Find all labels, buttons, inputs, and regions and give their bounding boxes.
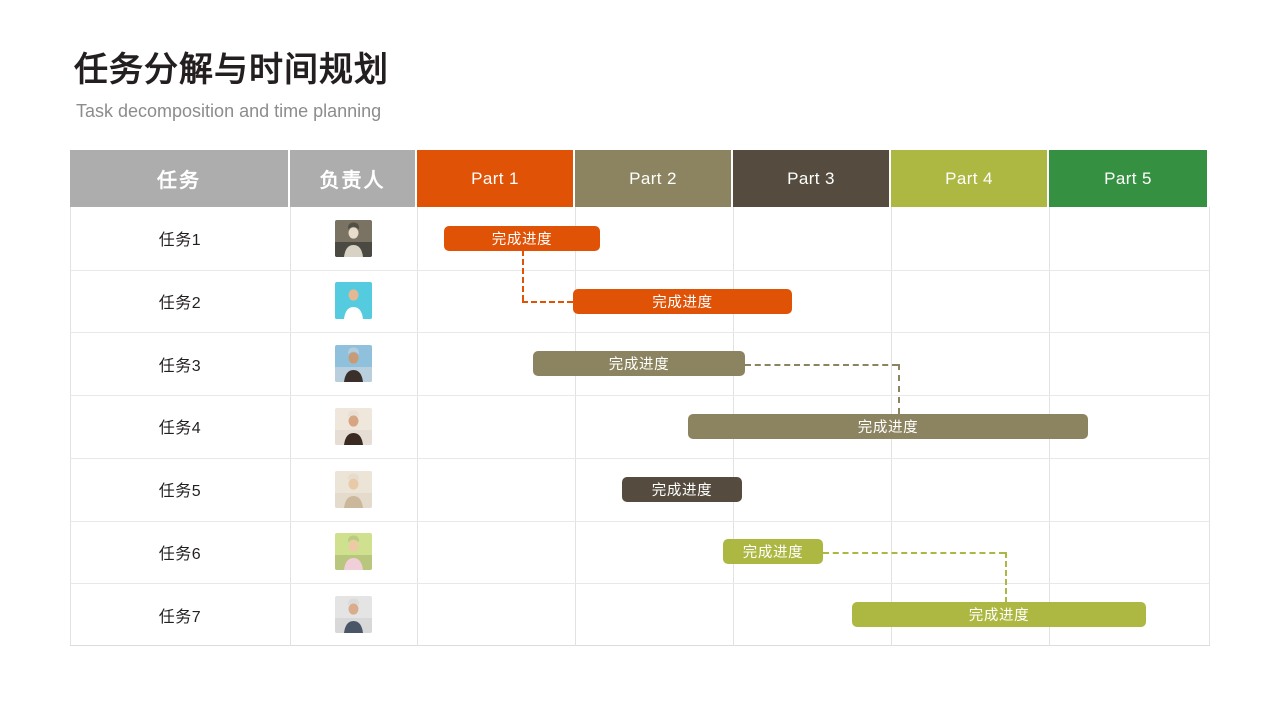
progress-bar-label: 完成进度 [742, 545, 804, 562]
table-header-label: 负责人 [319, 170, 386, 192]
grid-row-divider [70, 270, 1210, 271]
progress-bar[interactable]: 完成进度 [444, 225, 600, 251]
page-subtitle: Task decomposition and time planning [76, 101, 382, 121]
avatar [335, 407, 372, 445]
owner-cell [290, 270, 417, 333]
table-header-label: Part 1 [471, 168, 519, 188]
owner-cell [290, 458, 417, 521]
owner-cell [290, 583, 417, 646]
grid-border-left [70, 207, 71, 646]
grid-border-right [1209, 207, 1210, 646]
owner-cell [290, 521, 417, 584]
avatar [335, 219, 372, 257]
dependency-connector-segment [898, 363, 900, 415]
progress-bar[interactable]: 完成进度 [533, 351, 745, 377]
table-row[interactable]: 任务3 [70, 332, 1210, 395]
dependency-connector-segment [522, 250, 524, 302]
grid-column-divider [417, 207, 418, 646]
dependency-connector-segment [1005, 551, 1007, 603]
heading-block: 任务分解与时间规划 Task decomposition and time pl… [74, 48, 1174, 124]
table-header-cell-6: Part 4 [891, 150, 1047, 207]
grid-row-divider [70, 395, 1210, 396]
task-name-cell: 任务6 [158, 545, 202, 563]
avatar [335, 345, 372, 383]
table-row[interactable]: 任务5 [70, 458, 1210, 521]
progress-bar[interactable]: 完成进度 [688, 414, 1088, 439]
table-header-label: Part 3 [787, 168, 835, 188]
task-name-cell: 任务7 [158, 608, 202, 626]
dependency-connector-segment [522, 301, 573, 304]
progress-bar[interactable]: 完成进度 [573, 288, 792, 314]
table-header-label: Part 4 [945, 168, 993, 188]
owner-cell [290, 207, 417, 270]
avatar [335, 282, 372, 320]
gantt-chart: 任务 负责人 Part 1 Part 2 Part 3 Part 4 Part 5 任务1 任… [70, 150, 1210, 646]
task-name-cell: 任务4 [158, 420, 202, 438]
table-row[interactable]: 任务1 [70, 207, 1210, 270]
table-header-cell-3: Part 1 [417, 150, 573, 207]
table-header-label: Part 2 [629, 168, 677, 188]
table-header-row: 任务 负责人 Part 1 Part 2 Part 3 Part 4 Part 5 [70, 150, 1210, 207]
table-header-cell-4: Part 2 [575, 150, 731, 207]
owner-cell [290, 332, 417, 395]
progress-bar-label: 完成进度 [651, 482, 713, 499]
grid-row-divider [70, 332, 1210, 333]
grid-column-divider [575, 207, 576, 646]
table-row[interactable]: 任务6 [70, 521, 1210, 584]
progress-bar-label: 完成进度 [491, 231, 553, 248]
progress-bar-label: 完成进度 [857, 420, 919, 436]
table-header-cell-7: Part 5 [1049, 150, 1207, 207]
dependency-connector-segment [823, 551, 1005, 554]
task-name-cell: 任务2 [158, 294, 202, 312]
progress-bar-label: 完成进度 [608, 357, 670, 374]
owner-cell [290, 395, 417, 458]
table-row[interactable]: 任务7 [70, 583, 1210, 646]
progress-bar-label: 完成进度 [968, 608, 1030, 625]
table-header-cell-5: Part 3 [733, 150, 889, 207]
dependency-connector-segment [745, 363, 898, 366]
task-name-cell: 任务5 [158, 483, 202, 501]
table-header-cell-2: 负责人 [290, 150, 415, 207]
progress-bar[interactable]: 完成进度 [852, 602, 1146, 628]
grid-row-divider [70, 583, 1210, 584]
progress-bar[interactable]: 完成进度 [723, 539, 823, 565]
grid-column-divider [290, 207, 291, 646]
grid-row-divider [70, 458, 1210, 459]
task-name-cell: 任务1 [158, 232, 202, 250]
avatar [335, 470, 372, 508]
grid-border-bottom [70, 645, 1210, 646]
table-row[interactable]: 任务2 [70, 270, 1210, 333]
avatar [335, 596, 372, 634]
table-header-cell-1: 任务 [70, 150, 288, 207]
table-header-label: Part 5 [1104, 168, 1152, 188]
avatar [335, 533, 372, 571]
table-header-label: 任务 [157, 170, 201, 192]
progress-bar-label: 完成进度 [652, 294, 713, 311]
page-title: 任务分解与时间规划 [74, 51, 389, 89]
table-row[interactable]: 任务4 [70, 395, 1210, 458]
progress-bar[interactable]: 完成进度 [622, 476, 742, 502]
grid-row-divider [70, 521, 1210, 522]
task-name-cell: 任务3 [158, 357, 202, 375]
